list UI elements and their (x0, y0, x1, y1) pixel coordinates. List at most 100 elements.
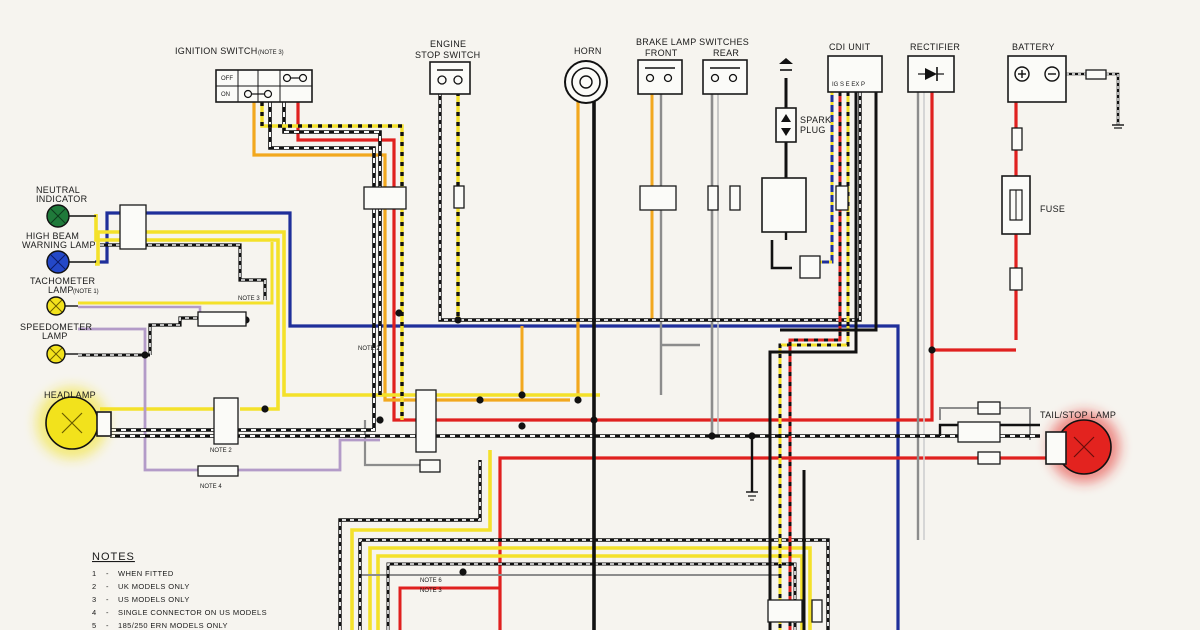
rectifier-label: RECTIFIER (910, 42, 960, 52)
connector (197, 465, 239, 477)
brake-lamp-switches-label: BRAKE LAMP SWITCHES (636, 37, 749, 47)
svg-text:-: - (106, 569, 109, 578)
wire-note-6: NOTE 6 (420, 578, 442, 584)
ignition-switch-note: (NOTE 3) (258, 50, 284, 56)
junction-dot (376, 416, 384, 424)
connector (453, 185, 465, 209)
connector (213, 397, 239, 445)
ignition-off-label: OFF (221, 76, 233, 82)
connector (835, 185, 849, 211)
battery (1007, 55, 1067, 103)
engine-stop-label-2: STOP SWITCH (415, 50, 480, 60)
connector (197, 311, 247, 327)
wire-note-3-lower: NOTE 3 (420, 588, 442, 594)
harness-connectors (119, 185, 1001, 623)
note-num: 3 (92, 595, 97, 604)
neutral-indicator-label-2: INDICATOR (36, 194, 88, 204)
ignition-switch: OFF ON (215, 69, 313, 103)
fuse (1001, 127, 1031, 291)
notes-title: NOTES (92, 551, 135, 563)
battery-connector (1085, 69, 1107, 80)
connector (799, 255, 821, 279)
tachometer-label-1: TACHOMETER (30, 276, 96, 286)
svg-text:-: - (106, 595, 109, 604)
headlamp (36, 387, 112, 459)
tachometer-note: (NOTE 1) (73, 289, 99, 295)
engine-stop-switch (429, 61, 471, 95)
high-beam-label-1: HIGH BEAM (26, 231, 79, 241)
connector (419, 459, 441, 473)
connector (977, 451, 1001, 465)
battery-label: BATTERY (1012, 42, 1055, 52)
wire-violet (78, 305, 380, 472)
note-num: 4 (92, 608, 97, 617)
horn (564, 60, 608, 104)
neutral-indicator-label-1: NEUTRAL (36, 185, 80, 195)
earth-symbol (746, 491, 758, 501)
wire-note-2-headlamp: NOTE 2 (210, 448, 232, 454)
svg-text:-: - (106, 582, 109, 591)
junction-dot (261, 405, 269, 413)
brake-front-label: FRONT (645, 48, 678, 58)
cdi-unit-label: CDI UNIT (829, 42, 871, 52)
brake-lamp-switch-rear (702, 59, 748, 95)
junction-dot (518, 422, 526, 430)
rectifier (907, 55, 955, 93)
wire-note-4: NOTE 4 (200, 484, 222, 490)
wire-blue (95, 211, 900, 630)
speedometer-label-2: LAMP (42, 331, 68, 341)
wire-orange (252, 92, 654, 402)
junction-dot (928, 346, 936, 354)
wire-black (592, 92, 1040, 630)
junction-dot (748, 432, 756, 440)
spark-plug-label-2: PLUG (800, 125, 826, 135)
tail-stop-lamp-label: TAIL/STOP LAMP (1040, 410, 1116, 420)
wire-note-3: NOTE 3 (238, 296, 260, 302)
ignition-on-label: ON (221, 92, 230, 98)
notes-legend: NOTES 1 - WHEN FITTED 2 - UK MODELS ONLY… (92, 551, 267, 630)
brake-rear-label: REAR (713, 48, 739, 58)
note-text: US MODELS ONLY (118, 595, 190, 604)
wire-yellow (78, 214, 812, 630)
connector (767, 599, 803, 623)
connector (957, 421, 1001, 443)
junction-dot (518, 391, 526, 399)
wire-note-2: NOTE 2 (358, 346, 380, 352)
high-beam-label-2: WARNING LAMP (22, 240, 96, 250)
junction-dot (708, 432, 716, 440)
high-beam-warning-lamp (46, 250, 96, 274)
speedometer-label-1: SPEEDOMETER (20, 322, 93, 332)
brake-lamp-switch-front (637, 59, 683, 95)
connector (639, 185, 677, 211)
tachometer-label-2: LAMP (48, 285, 74, 295)
spark-plug-label-1: SPARK (800, 115, 831, 125)
cdi-unit: IG S E EX P (827, 55, 883, 93)
wire-red-black (768, 92, 858, 630)
wire-harness (78, 72, 1120, 630)
connector (415, 389, 437, 453)
connector (707, 185, 719, 211)
engine-stop-label-1: ENGINE (430, 39, 466, 49)
note-num: 5 (92, 621, 97, 630)
connector (811, 599, 823, 623)
spark-plug (775, 58, 797, 143)
horn-label: HORN (574, 46, 602, 56)
connector (363, 186, 407, 210)
fuse-label: FUSE (1040, 204, 1065, 214)
wire-battery-earth (1066, 72, 1120, 125)
connector (729, 185, 741, 211)
junction-dot (590, 416, 598, 424)
junction-dots (141, 309, 936, 576)
earth-symbol (1112, 124, 1124, 129)
speedometer-lamp (46, 344, 78, 364)
junction-dot (476, 396, 484, 404)
tachometer-lamp (46, 296, 78, 316)
connector (119, 204, 147, 250)
note-text: SINGLE CONNECTOR ON US MODELS (118, 608, 267, 617)
note-text: UK MODELS ONLY (118, 582, 190, 591)
note-num: 1 (92, 569, 97, 578)
tail-stop-lamp (1045, 411, 1120, 483)
note-text: WHEN FITTED (118, 569, 174, 578)
connector (977, 401, 1001, 415)
